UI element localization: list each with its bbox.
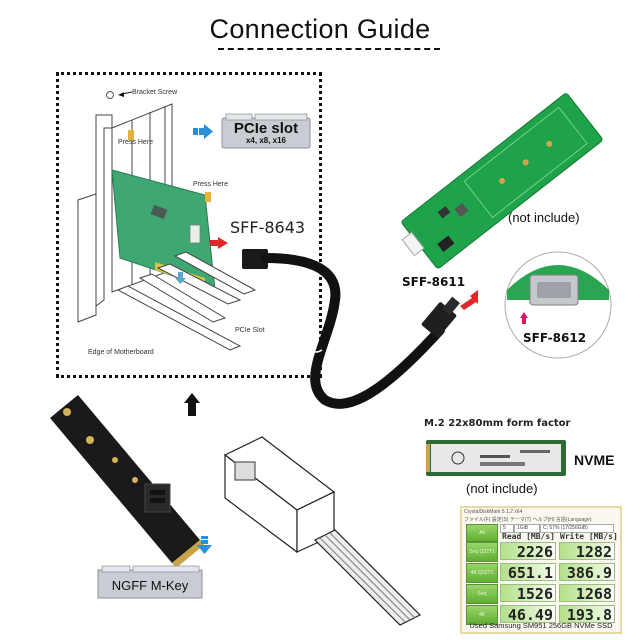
read-value: 46.49: [500, 605, 556, 624]
benchmark-row: 4K Q32T1 651.1 386.9: [466, 563, 616, 583]
m2-form-factor-label: M.2 22x80mm form factor: [424, 418, 571, 429]
ngff-slot-graphic: [97, 569, 203, 599]
test-button: Seq: [466, 584, 498, 604]
pcie-slot-label: PCIe slot: [233, 120, 299, 137]
benchmark-screenshot: CrystalDiskMark 5.1.2 x64 ファイル(F) 設定(S) …: [460, 506, 622, 634]
benchmark-row: Seq 1526 1268: [466, 584, 616, 604]
adapter-not-included-note: (not include): [508, 210, 580, 225]
ssd-not-included-note: (not include): [466, 481, 538, 496]
test-button: 4K Q32T1: [466, 563, 498, 583]
read-value: 1526: [500, 584, 556, 603]
test-button: 4K: [466, 605, 498, 625]
pcie-slot-small-label: PCIe Slot: [235, 327, 265, 334]
blue-arrow-down-icon: [175, 272, 186, 284]
write-value: 1268: [559, 584, 615, 603]
black-arrow-up-icon: [184, 393, 200, 416]
benchmark-caption: Used Samsung SM951 256GB NVMe SSD: [469, 621, 613, 630]
pcie-install-region: [56, 72, 322, 378]
connector-line-drawing: [223, 436, 422, 626]
press-clip: [128, 130, 134, 140]
pcie-slot-lanes: x4, x8, x16: [245, 136, 287, 145]
chip: [150, 204, 168, 220]
blue-arrow-right-icon: [193, 124, 213, 139]
read-header: Read [MB/s]: [502, 532, 555, 541]
write-header: Write [MB/s]: [560, 532, 618, 541]
sff-cable: [242, 249, 460, 409]
bracket-screw-label: Bracket Screw: [132, 89, 178, 96]
test-button: Seq Q32T1: [466, 542, 498, 562]
nvme-label: NVME: [574, 452, 615, 468]
benchmark-menu-bar: ファイル(F) 設定(S) テーマ(T) ヘルプ(H) 言語(Language): [464, 517, 592, 523]
all-button: All: [466, 524, 498, 542]
red-arrow-icon: [210, 237, 228, 249]
press-here-label: Press Here: [118, 139, 154, 146]
read-value: 2226: [500, 542, 556, 561]
ngff-m-key-label: NGFF M-Key: [111, 578, 189, 593]
sff8611-label: SFF-8611: [402, 275, 466, 289]
drive-select: C: 57% (17/256GiB): [540, 524, 614, 533]
benchmark-window-title: CrystalDiskMark 5.1.2 x64: [464, 509, 523, 515]
red-arrow-up-right-icon: [460, 290, 478, 310]
write-value: 1282: [559, 542, 615, 561]
bracket-screw-icon: [106, 91, 133, 99]
title-underline: [218, 48, 440, 50]
press-clip: [205, 192, 211, 202]
sff8612-label: SFF-8612: [523, 331, 587, 345]
pink-arrow-up-icon: [520, 312, 528, 324]
sff8643-port: [189, 224, 201, 244]
read-value: 651.1: [500, 563, 556, 582]
benchmark-row: 4K 46.49 193.8: [466, 605, 616, 625]
m2-sff8643-adapter: [50, 395, 204, 568]
sff8612-inset: [504, 251, 612, 359]
count-select: 5: [500, 524, 514, 533]
sff8643-plug: [242, 249, 268, 269]
m2-nvme-ssd: [426, 440, 566, 476]
write-value: 193.8: [559, 605, 615, 624]
page-title: Connection Guide: [209, 14, 431, 44]
edge-of-motherboard-label: Edge of Motherboard: [88, 349, 154, 356]
sff8611-adapter-board: [401, 93, 603, 269]
benchmark-row: Seq Q32T1 2226 1282: [466, 542, 616, 562]
write-value: 386.9: [559, 563, 615, 582]
press-here-label: Press Here: [193, 181, 229, 188]
size-select: 1GiB: [514, 524, 540, 533]
blue-arrow-down-icon-2: [197, 536, 212, 554]
sff8643-label: SFF-8643: [230, 218, 306, 237]
